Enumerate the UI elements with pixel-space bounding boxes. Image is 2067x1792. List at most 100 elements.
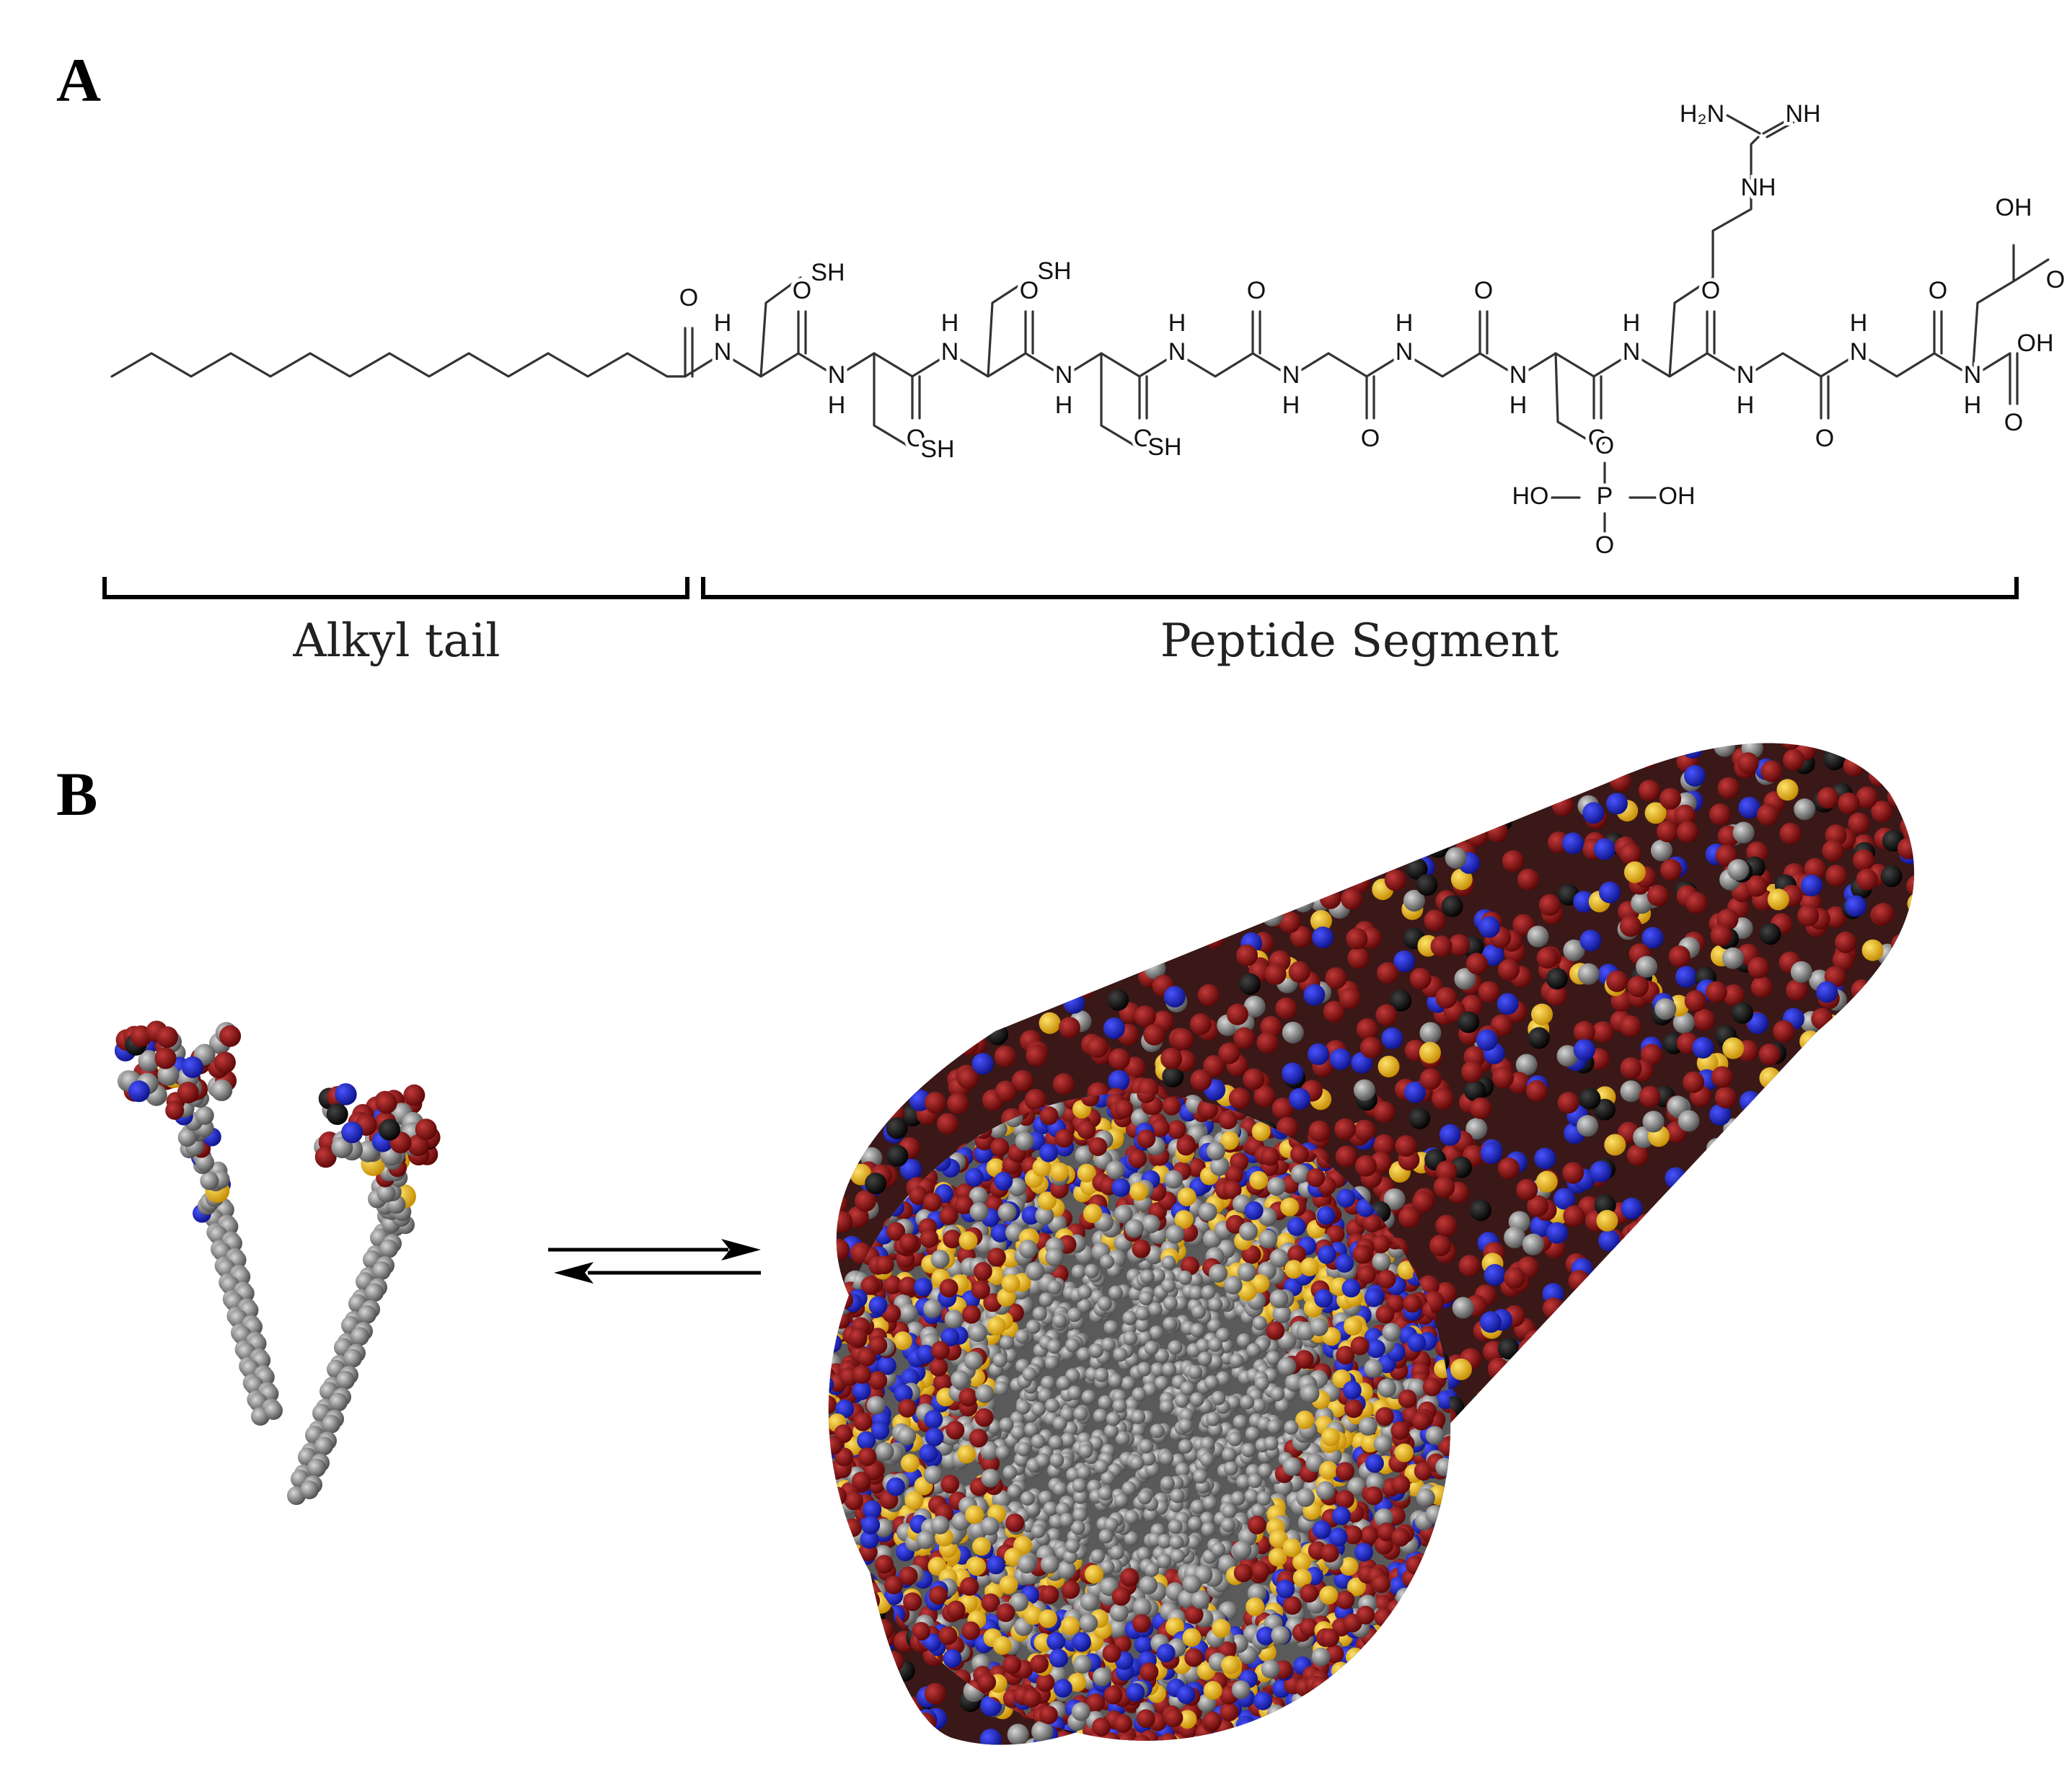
hydroxyl-group: OH bbox=[1659, 482, 1696, 510]
nitrogen-atom bbox=[1858, 1254, 1880, 1276]
sulfur-atom bbox=[1817, 1258, 1840, 1281]
oxygen-atom bbox=[1486, 821, 1508, 842]
oxygen-atom bbox=[1070, 802, 1092, 824]
oxygen-atom bbox=[1649, 1674, 1671, 1697]
carbon-atom bbox=[1642, 1111, 1665, 1133]
carbon-atom bbox=[1849, 1592, 1872, 1615]
oxygen-atom bbox=[1562, 1162, 1585, 1184]
sulfur-atom bbox=[1722, 1037, 1745, 1059]
nitrogen-atom bbox=[1792, 1559, 1815, 1581]
oxygen-atom bbox=[1552, 1386, 1574, 1408]
oxygen-atom bbox=[912, 826, 933, 848]
oxygen-atom bbox=[1561, 1521, 1584, 1543]
oxygen-atom bbox=[1754, 1227, 1776, 1250]
nitrogen-atom bbox=[1709, 1352, 1732, 1374]
carbon-atom bbox=[1916, 1131, 1938, 1152]
oxygen-atom bbox=[1089, 790, 1111, 812]
oxygen-atom bbox=[1748, 1560, 1771, 1581]
carbon-atom bbox=[1593, 1587, 1616, 1610]
oxygen-atom bbox=[1838, 793, 1860, 814]
oxygen-atom bbox=[1193, 875, 1215, 897]
oxygen-atom bbox=[1885, 1751, 1907, 1773]
carbon-atom bbox=[1602, 1636, 1623, 1659]
oxygen-atom bbox=[861, 1753, 883, 1775]
oxygen-atom bbox=[1540, 1381, 1562, 1403]
oxygen-atom bbox=[1750, 1423, 1773, 1445]
oxygen-atom bbox=[1826, 1045, 1848, 1067]
oxygen-atom bbox=[1238, 750, 1261, 772]
sulfur-atom bbox=[1799, 1030, 1822, 1053]
sulfur-atom bbox=[1710, 1667, 1732, 1690]
oxygen-atom bbox=[1768, 1723, 1790, 1745]
carbon-atom bbox=[987, 874, 1009, 896]
carbon-atom bbox=[1494, 1639, 1516, 1661]
carbon-atom bbox=[1282, 1021, 1304, 1043]
oxygen-atom bbox=[1783, 749, 1804, 771]
oxygen-atom bbox=[1731, 1224, 1753, 1245]
oxygen-atom bbox=[1476, 1467, 1498, 1490]
oxygen-atom bbox=[1789, 1602, 1812, 1625]
carbon-atom bbox=[379, 1118, 400, 1141]
carbon-atom bbox=[1546, 968, 1568, 990]
oxygen-atom bbox=[1776, 1460, 1798, 1482]
oxygen-atom bbox=[1799, 1211, 1822, 1234]
nitrogen-atom bbox=[1800, 1424, 1823, 1447]
oxygen-atom bbox=[836, 860, 849, 881]
carbon-atom bbox=[1739, 1129, 1761, 1151]
oxygen-atom bbox=[1813, 1357, 1835, 1380]
nitrogen-atom bbox=[1416, 762, 1439, 783]
nitrogen-atom: N bbox=[714, 338, 732, 366]
oxygen-atom bbox=[1473, 1395, 1495, 1418]
oxygen-atom bbox=[927, 762, 949, 785]
oxygen-atom bbox=[1884, 995, 1906, 1018]
oxygen-atom bbox=[1356, 1018, 1378, 1041]
oxygen-atom bbox=[1621, 1562, 1644, 1584]
sulfur-atom bbox=[1892, 1498, 1914, 1520]
oxygen-atom bbox=[1627, 976, 1649, 997]
carbon-atom bbox=[1137, 1330, 1153, 1345]
carbon-atom bbox=[1503, 1554, 1525, 1576]
oxygen-atom bbox=[1518, 1338, 1541, 1360]
oxygen-atom bbox=[1288, 961, 1310, 983]
oxygen-atom bbox=[1308, 1739, 1331, 1745]
oxygen-atom bbox=[1711, 1066, 1733, 1088]
oxygen-atom bbox=[933, 1373, 952, 1392]
carbon-atom bbox=[930, 868, 952, 891]
oxygen-atom bbox=[1189, 865, 1211, 887]
oxygen-atom bbox=[1846, 1351, 1868, 1374]
oxygen-atom bbox=[1272, 743, 1294, 759]
carbon-atom bbox=[1138, 793, 1160, 816]
oxygen-atom bbox=[1524, 1330, 1546, 1352]
oxygen-atom bbox=[1583, 1720, 1605, 1742]
carbon-atom bbox=[1700, 1287, 1722, 1310]
carbon-atom bbox=[1917, 1493, 1939, 1514]
oxygen-atom bbox=[1424, 909, 1446, 932]
nitrogen-atom bbox=[1830, 1490, 1853, 1512]
oxygen-atom bbox=[1346, 927, 1368, 950]
oxygen-atom bbox=[1446, 1643, 1468, 1665]
oxygen-atom bbox=[1587, 1644, 1610, 1667]
oxygen-atom bbox=[1856, 786, 1878, 808]
oxygen-atom bbox=[1628, 1698, 1650, 1720]
carbon-atom bbox=[157, 1064, 180, 1086]
carbon-atom bbox=[836, 987, 853, 1010]
oxygen-atom bbox=[1710, 1437, 1732, 1460]
oxygen-atom bbox=[1269, 837, 1292, 860]
nitrogen-atom bbox=[1859, 1206, 1882, 1229]
nitrogen-atom bbox=[971, 1053, 994, 1075]
nitrogen-atom bbox=[1724, 1607, 1747, 1630]
oxygen-atom bbox=[1856, 1049, 1879, 1072]
oxygen-atom bbox=[836, 744, 840, 767]
oxygen-atom bbox=[1649, 1429, 1672, 1451]
sulfur-atom bbox=[1307, 743, 1329, 750]
oxygen-atom bbox=[1453, 1602, 1476, 1624]
oxygen-atom bbox=[1752, 1257, 1774, 1279]
carbon-atom bbox=[1441, 895, 1463, 917]
oxygen-atom bbox=[1763, 1350, 1785, 1372]
carbon-atom bbox=[1718, 1360, 1740, 1382]
oxygen-atom bbox=[1658, 1470, 1680, 1493]
oxygen-atom bbox=[1472, 1439, 1494, 1462]
sulfur-atom bbox=[1759, 1067, 1781, 1089]
oxygen-atom bbox=[1525, 1588, 1548, 1610]
